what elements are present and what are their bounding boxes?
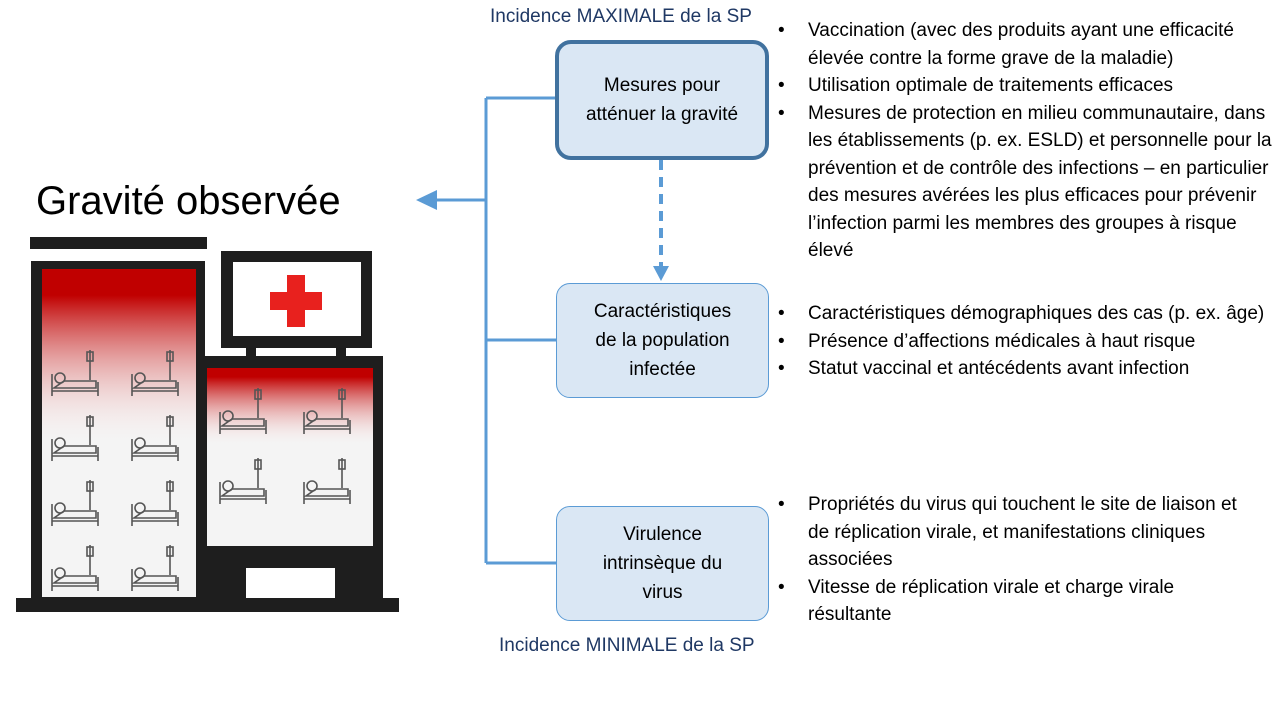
arrow-left-icon xyxy=(416,190,437,210)
box-line: Mesures pour xyxy=(603,75,721,96)
bullet-list-population: Caractéristiques démographiques des cas … xyxy=(778,300,1273,383)
label-min-impact: Incidence MINIMALE de la SP xyxy=(499,635,755,656)
bullet-item: Statut vaccinal et antécédents avant inf… xyxy=(778,355,1273,383)
hospital-beds xyxy=(51,350,351,591)
hospital-bed-icon xyxy=(219,388,267,434)
hospital-bed-icon xyxy=(51,480,99,526)
bullet-item: Présence d’affections médicales à haut r… xyxy=(778,328,1273,356)
hospital-bed-icon xyxy=(303,458,351,504)
connector-lines xyxy=(432,96,556,565)
box-population-characteristics: Caractéristiques de la population infect… xyxy=(556,283,769,398)
bullet-list-virus: Propriétés du virus qui touchent le site… xyxy=(778,491,1238,629)
box-line: intrinsèque du xyxy=(602,553,723,574)
hospital-bed-icon xyxy=(219,458,267,504)
hospital-bed-icon xyxy=(131,350,179,396)
bullet-item: Vitesse de réplication virale et charge … xyxy=(778,574,1238,629)
hospital-bed-icon xyxy=(51,545,99,591)
hospital-bed-icon xyxy=(303,388,351,434)
hospital-bed-icon xyxy=(51,415,99,461)
box-line: Virulence xyxy=(623,524,702,545)
dashed-arrow xyxy=(653,160,669,281)
bullet-item: Vaccination (avec des produits ayant une… xyxy=(778,17,1273,72)
hospital-bed-icon xyxy=(131,545,179,591)
box-line: de la population xyxy=(595,330,730,351)
arrow-down-icon xyxy=(653,266,669,281)
bullet-item: Utilisation optimale de traitements effi… xyxy=(778,72,1273,100)
box-line: atténuer la gravité xyxy=(585,104,739,125)
box-line: infectée xyxy=(629,359,696,380)
red-cross-icon xyxy=(270,275,322,327)
diagram-title: Gravité observée xyxy=(36,179,341,223)
hospital-bed-icon xyxy=(51,350,99,396)
bullet-item: Propriétés du virus qui touchent le site… xyxy=(778,491,1238,574)
box-severity-measures: Mesures pour atténuer la gravité xyxy=(555,40,769,160)
bullet-list-measures: Vaccination (avec des produits ayant une… xyxy=(778,17,1273,265)
bullet-item: Mesures de protection en milieu communau… xyxy=(778,100,1273,265)
box-virus-virulence: Virulence intrinsèque du virus xyxy=(556,506,769,621)
hospital-bed-icon xyxy=(131,415,179,461)
box-line: virus xyxy=(642,582,683,603)
hospital-building-icon xyxy=(16,237,399,612)
box-line: Caractéristiques xyxy=(593,301,732,322)
hospital-bed-icon xyxy=(131,480,179,526)
bullet-item: Caractéristiques démographiques des cas … xyxy=(778,300,1273,328)
label-max-impact: Incidence MAXIMALE de la SP xyxy=(490,6,752,27)
